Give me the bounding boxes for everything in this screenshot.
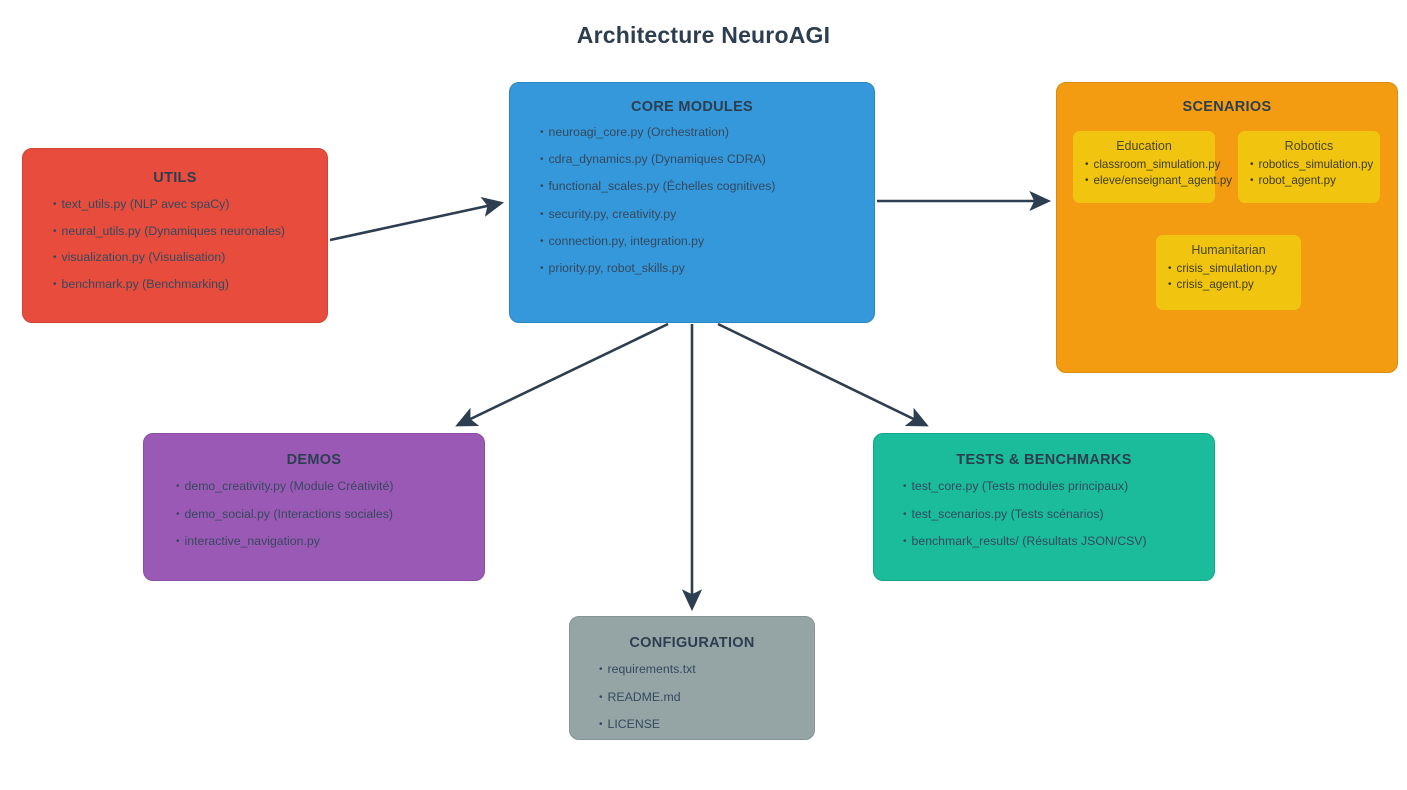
list-item: requirements.txt <box>586 662 798 678</box>
subnode-robotics[interactable]: Robotics robotics_simulation.py robot_ag… <box>1238 131 1380 203</box>
list-item: README.md <box>586 690 798 706</box>
list-item: classroom_simulation.py <box>1083 157 1221 173</box>
node-scenarios-title: SCENARIOS <box>1182 99 1272 115</box>
subnode-education[interactable]: Education classroom_simulation.py eleve/… <box>1073 131 1233 203</box>
list-item: visualization.py (Visualisation) <box>39 250 311 266</box>
edge-core-to-tests <box>717 322 929 427</box>
node-demos-title: DEMOS <box>286 452 342 468</box>
node-utils-items: text_utils.py (NLP avec spaCy) neural_ut… <box>39 197 311 293</box>
edge-core-to-demos <box>455 322 669 427</box>
list-item: security.py, creativity.py <box>526 207 858 223</box>
list-item: neural_utils.py (Dynamiques neuronales) <box>39 224 311 240</box>
node-tests-benchmarks[interactable]: TESTS & BENCHMARKS test_core.py (Tests m… <box>873 433 1215 581</box>
node-configuration-items: requirements.txt README.md LICENSE <box>586 662 798 733</box>
list-item: test_core.py (Tests modules principaux) <box>890 479 1198 495</box>
list-item: benchmark_results/ (Résultats JSON/CSV) <box>890 534 1198 550</box>
list-item: demo_creativity.py (Module Créativité) <box>160 479 468 495</box>
page-title: Architecture NeuroAGI <box>576 22 831 48</box>
node-tests-benchmarks-title: TESTS & BENCHMARKS <box>956 452 1132 468</box>
node-core-modules-items: neuroagi_core.py (Orchestration) cdra_dy… <box>526 125 858 277</box>
node-utils[interactable]: UTILS text_utils.py (NLP avec spaCy) neu… <box>22 148 328 323</box>
node-demos[interactable]: DEMOS demo_creativity.py (Module Créativ… <box>143 433 485 581</box>
list-item: crisis_agent.py <box>1166 277 1291 293</box>
subnode-humanitarian-items: crisis_simulation.py crisis_agent.py <box>1166 261 1291 293</box>
list-item: crisis_simulation.py <box>1166 261 1291 277</box>
list-item: LICENSE <box>586 717 798 733</box>
node-core-modules[interactable]: CORE MODULES neuroagi_core.py (Orchestra… <box>509 82 875 323</box>
list-item: interactive_navigation.py <box>160 534 468 550</box>
list-item: eleve/enseignant_agent.py <box>1083 173 1233 189</box>
list-item: neuroagi_core.py (Orchestration) <box>526 125 858 141</box>
node-configuration-title: CONFIGURATION <box>629 635 755 651</box>
node-configuration[interactable]: CONFIGURATION requirements.txt README.md… <box>569 616 815 740</box>
list-item: demo_social.py (Interactions sociales) <box>160 507 468 523</box>
list-item: priority.py, robot_skills.py <box>526 261 858 277</box>
node-utils-title: UTILS <box>153 170 197 186</box>
list-item: test_scenarios.py (Tests scénarios) <box>890 507 1198 523</box>
subnode-robotics-items: robotics_simulation.py robot_agent.py <box>1248 157 1374 189</box>
node-tests-benchmarks-items: test_core.py (Tests modules principaux) … <box>890 479 1198 550</box>
node-demos-items: demo_creativity.py (Module Créativité) d… <box>160 479 468 550</box>
subnode-education-title: Education <box>1116 139 1172 153</box>
list-item: robot_agent.py <box>1248 173 1370 189</box>
subnode-education-items: classroom_simulation.py eleve/enseignant… <box>1083 157 1233 189</box>
list-item: connection.py, integration.py <box>526 234 858 250</box>
node-core-modules-title: CORE MODULES <box>630 99 754 115</box>
list-item: cdra_dynamics.py (Dynamiques CDRA) <box>526 152 858 168</box>
edge-utils-to-core <box>329 197 505 242</box>
list-item: functional_scales.py (Échelles cognitive… <box>526 179 858 195</box>
list-item: robotics_simulation.py <box>1248 157 1374 173</box>
list-item: benchmark.py (Benchmarking) <box>39 277 311 293</box>
subnode-humanitarian-title: Humanitarian <box>1191 243 1266 257</box>
list-item: text_utils.py (NLP avec spaCy) <box>39 197 311 213</box>
subnode-robotics-title: Robotics <box>1284 139 1334 153</box>
node-scenarios[interactable]: SCENARIOS Education classroom_simulation… <box>1056 82 1398 373</box>
subnode-humanitarian[interactable]: Humanitarian crisis_simulation.py crisis… <box>1156 235 1301 310</box>
